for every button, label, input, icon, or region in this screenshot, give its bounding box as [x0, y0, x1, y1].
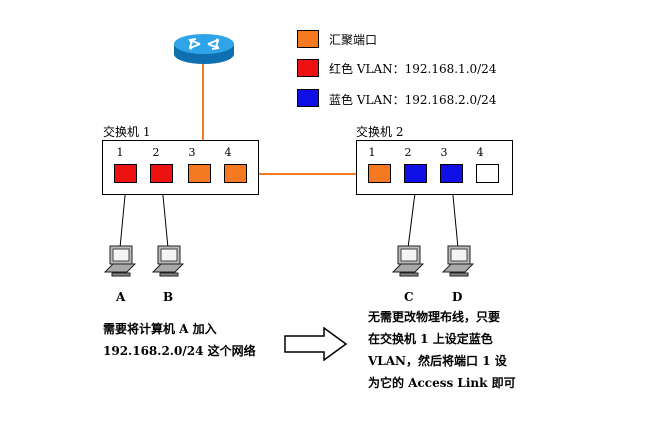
switch1-port4-num: 4: [224, 146, 232, 159]
switch1-title: 交换机 1: [103, 125, 151, 139]
arrow-right-icon: [284, 327, 348, 361]
switch2-port1: [368, 164, 391, 183]
right-note: 无需更改物理布线，只要 在交换机 1 上设定蓝色 VLAN，然后将端口 1 设 …: [368, 306, 516, 394]
switch2-port3-num: 3: [440, 146, 448, 159]
computer-d-label: D: [452, 290, 463, 304]
switch1-port2: [150, 164, 173, 183]
legend-swatch-red-vlan: [297, 59, 319, 77]
switch1-port2-num: 2: [152, 146, 160, 159]
computer-d-icon: [441, 245, 475, 277]
computer-b-icon: [151, 245, 185, 277]
computer-a-icon: [103, 245, 137, 277]
switch1-port3: [188, 164, 211, 183]
cable-a: [119, 184, 127, 249]
computer-c-label: C: [404, 290, 414, 304]
cable-b: [161, 184, 169, 249]
legend-swatch-trunk: [297, 30, 319, 48]
switch1-port3-num: 3: [188, 146, 196, 159]
switch1-port4: [224, 164, 247, 183]
right-note-line-1: 无需更改物理布线，只要: [368, 310, 501, 324]
cable-c: [407, 184, 417, 249]
left-note-line-2: 192.168.2.0/24 这个网络: [103, 344, 256, 358]
switch2-port3: [440, 164, 463, 183]
switch2-port4: [476, 164, 499, 183]
left-note-line-1: 需要将计算机 A 加入: [103, 322, 217, 336]
switch1-port1: [114, 164, 137, 183]
right-note-line-4: 为它的 Access Link 即可: [368, 376, 516, 390]
switch2-port1-num: 1: [368, 146, 376, 159]
computer-a-label: A: [116, 290, 126, 304]
legend-label-blue-vlan: 蓝色 VLAN：192.168.2.0/24: [329, 93, 497, 107]
cable-d: [451, 184, 459, 249]
right-note-line-2: 在交换机 1 上设定蓝色: [368, 332, 493, 346]
legend-label-red-vlan: 红色 VLAN：192.168.1.0/24: [329, 62, 497, 76]
switch2-port2-num: 2: [404, 146, 412, 159]
switch2-title: 交换机 2: [356, 125, 404, 139]
switch1-port1-num: 1: [116, 146, 124, 159]
computer-b-label: B: [163, 290, 174, 304]
computer-c-icon: [391, 245, 425, 277]
router-icon: [174, 34, 234, 64]
left-note: 需要将计算机 A 加入 192.168.2.0/24 这个网络: [103, 318, 256, 362]
legend-label-trunk: 汇聚端口: [329, 33, 378, 47]
switch2-port2: [404, 164, 427, 183]
switch2-port4-num: 4: [476, 146, 484, 159]
right-note-line-3: VLAN，然后将端口 1 设: [368, 354, 507, 368]
legend-swatch-blue-vlan: [297, 89, 319, 107]
